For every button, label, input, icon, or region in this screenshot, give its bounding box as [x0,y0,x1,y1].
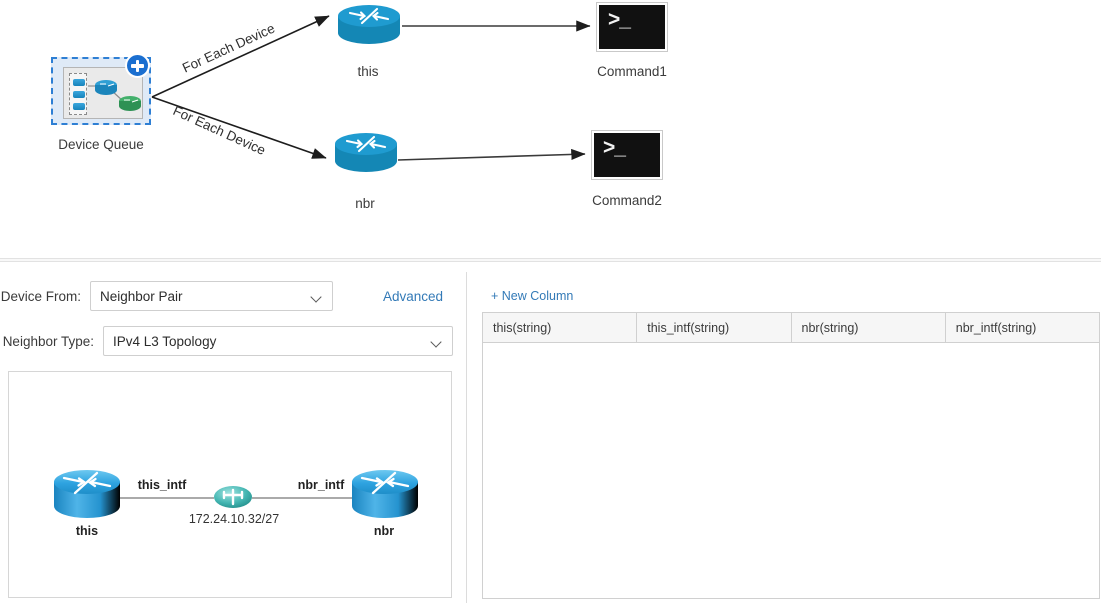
table-header-row: this(string) this_intf(string) nbr(strin… [483,313,1099,343]
device-from-value: Neighbor Pair [100,288,183,304]
preview-subnet-label: 172.24.10.32/27 [188,512,280,526]
plus-icon[interactable] [125,53,150,78]
table-header-cell-this-intf[interactable]: this_intf(string) [637,313,792,343]
node-router-this[interactable] [336,2,402,53]
subnet-icon [214,486,252,508]
chevron-down-icon[interactable] [432,338,441,347]
terminal-icon: >_ [599,5,665,49]
device-from-label: Device From: [0,288,81,304]
device-source-form: Device From: Neighbor Pair Advanced Neig… [0,262,466,603]
preview-nbr-intf-label: nbr_intf [297,478,345,492]
form-row-device-from: Device From: Neighbor Pair [0,281,333,311]
node-command2-label: Command2 [592,193,662,208]
preview-this-label: this [75,524,99,538]
topology-preview-panel: this nbr this_intf nbr_intf 172.24.10.32… [8,371,452,598]
variables-table: this(string) this_intf(string) nbr(strin… [482,312,1100,598]
node-router-this-label: this [357,64,379,79]
advanced-link[interactable]: Advanced [383,289,444,304]
neighbor-type-select[interactable]: IPv4 L3 Topology [103,326,453,356]
terminal-prompt-glyph: >_ [603,136,626,159]
node-device-queue-label: Device Queue [58,137,144,152]
router-icon [338,5,400,44]
table-body-empty[interactable] [483,343,1099,598]
workflow-canvas: Device Queue this nbr [0,0,1101,258]
node-router-nbr-label: nbr [355,196,375,211]
panel-divider [466,272,467,603]
terminal-icon: >_ [594,133,660,177]
neighbor-type-label: Neighbor Type: [2,333,94,349]
section-divider [0,258,1101,262]
variables-table-area: + New Column this(string) this_intf(stri… [467,262,1101,603]
terminal-prompt-glyph: >_ [608,8,631,31]
node-router-nbr[interactable] [333,130,399,181]
node-command2[interactable]: >_ [591,130,663,180]
device-chip-icon [73,103,85,110]
device-stack-icon [69,73,87,115]
form-row-neighbor-type: Neighbor Type: IPv4 L3 Topology [0,326,453,356]
table-header-cell-nbr-intf[interactable]: nbr_intf(string) [945,313,1099,343]
table-bottom-rule [482,598,1100,599]
workflow-connectors [151,15,591,161]
node-command1-label: Command1 [597,64,667,79]
new-column-button[interactable]: + New Column [491,289,574,303]
lower-section: Device From: Neighbor Pair Advanced Neig… [0,262,1101,603]
node-command1[interactable]: >_ [596,2,668,52]
device-queue-icon [63,67,143,119]
node-device-queue[interactable] [51,53,151,125]
preview-nbr-label: nbr [373,524,395,538]
device-chip-icon [73,79,85,86]
router-icon [335,133,397,172]
mini-topology-icon [88,80,141,111]
table-header-cell-this[interactable]: this(string) [483,313,638,343]
device-from-select[interactable]: Neighbor Pair [90,281,333,311]
topology-preview-graphic [54,470,418,518]
preview-this-intf-label: this_intf [137,478,187,492]
device-chip-icon [73,91,85,98]
chevron-down-icon[interactable] [312,293,321,302]
table-header-cell-nbr[interactable]: nbr(string) [791,313,946,343]
neighbor-type-value: IPv4 L3 Topology [113,333,217,349]
